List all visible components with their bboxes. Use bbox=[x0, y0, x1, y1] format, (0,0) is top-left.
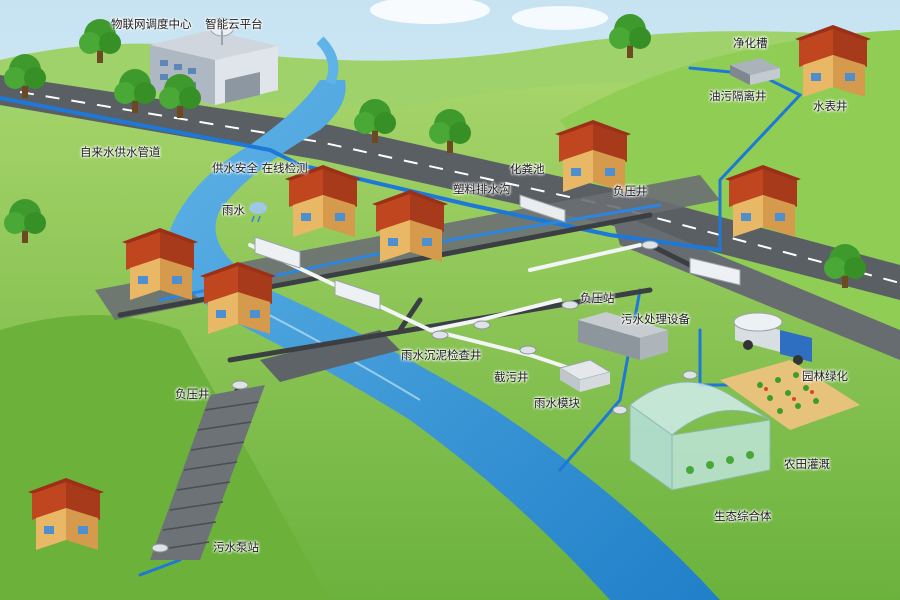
septic-tank-label: 化粪池 bbox=[510, 162, 545, 176]
house bbox=[725, 165, 801, 237]
box-units bbox=[254, 236, 741, 311]
house bbox=[200, 262, 276, 334]
rain-module-unit bbox=[558, 359, 612, 392]
road-marking bbox=[19, 91, 900, 284]
purification-tank-unit bbox=[730, 58, 780, 85]
rain-silt-well-label: 雨水沉泥检查井 bbox=[401, 348, 482, 362]
rain-module-label: 雨水模块 bbox=[534, 396, 580, 410]
bridge bbox=[260, 330, 400, 382]
river bbox=[168, 80, 720, 600]
platform-label-line2: 智能云平台 bbox=[205, 17, 263, 31]
water-supply-pipe-label: 自来水供水管道 bbox=[80, 145, 161, 159]
eco-complex-label: 生态综合体 bbox=[714, 509, 772, 523]
sewage-pump-station-label: 污水泵站 bbox=[213, 540, 259, 554]
negative-pressure-well-top-label: 负压井 bbox=[613, 184, 648, 198]
house bbox=[285, 165, 361, 237]
negative-pressure-station-label: 负压站 bbox=[580, 291, 615, 305]
farmland-irrigation-label: 农田灌溉 bbox=[784, 457, 830, 471]
house bbox=[122, 228, 198, 300]
rain-label: 雨水 bbox=[222, 203, 245, 217]
greenhouse bbox=[629, 381, 771, 491]
sewage-treatment-label: 污水处理设备 bbox=[621, 312, 690, 326]
supply-monitor-label-line1: 供水安全 bbox=[212, 161, 258, 175]
plastic-drain-label: 塑料排水沟 bbox=[453, 182, 511, 196]
stream bbox=[316, 36, 339, 85]
garden-plot bbox=[720, 360, 860, 430]
platform-label: 物联网调度中心 智能云平台 bbox=[111, 18, 263, 31]
plastic-drain-box bbox=[519, 194, 566, 223]
purification-tank-label: 净化槽 bbox=[733, 36, 768, 50]
house bbox=[795, 25, 871, 97]
negative-pressure-well-left-label: 负压井 bbox=[175, 387, 210, 401]
sewage-treatment-unit bbox=[578, 312, 668, 360]
cloud bbox=[512, 6, 608, 30]
intercept-well-label: 截污井 bbox=[494, 370, 529, 384]
water-truck bbox=[733, 312, 812, 365]
water-meter-well-label: 水表井 bbox=[813, 99, 848, 113]
house bbox=[555, 120, 631, 192]
wells bbox=[151, 240, 698, 553]
garden-greening-label: 园林绿化 bbox=[802, 369, 848, 383]
cloud bbox=[370, 0, 490, 24]
staircase bbox=[150, 385, 265, 560]
oil-separator-well-label: 油污隔离井 bbox=[709, 89, 767, 103]
rain-cloud-icon bbox=[249, 202, 267, 223]
supply-monitor-label-line2: 在线检测 bbox=[261, 161, 308, 175]
supply-monitor-label: 供水安全 在线检测 bbox=[212, 162, 308, 175]
house bbox=[372, 190, 448, 262]
platform-label-line1: 物联网调度中心 bbox=[111, 17, 192, 31]
side-road bbox=[610, 210, 900, 360]
house bbox=[28, 478, 104, 550]
main-road bbox=[0, 75, 900, 300]
